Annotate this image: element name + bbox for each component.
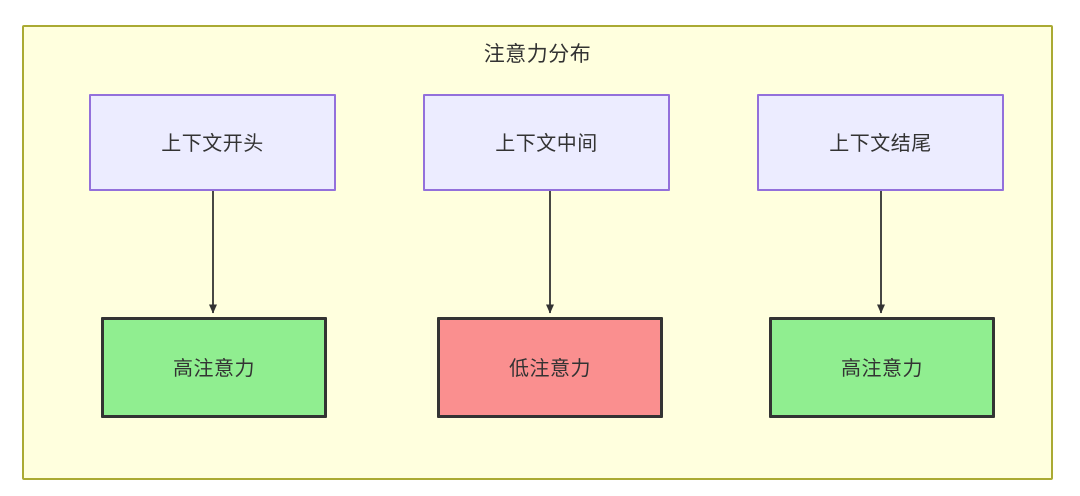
node-low-attention-middle-label: 低注意力 [509,355,591,380]
node-high-attention-end-label: 高注意力 [841,355,923,380]
node-context-end-label: 上下文结尾 [829,130,932,155]
node-high-attention-start-label: 高注意力 [173,355,255,380]
subgraph-title: 注意力分布 [483,42,592,66]
node-context-start-label: 上下文开头 [161,130,264,155]
node-context-start[interactable]: 上下文开头 [89,94,336,191]
node-context-middle-label: 上下文中间 [495,130,598,155]
node-high-attention-start[interactable]: 高注意力 [101,317,327,418]
node-high-attention-end[interactable]: 高注意力 [769,317,995,418]
node-low-attention-middle[interactable]: 低注意力 [437,317,663,418]
node-context-end[interactable]: 上下文结尾 [757,94,1004,191]
node-context-middle[interactable]: 上下文中间 [423,94,670,191]
